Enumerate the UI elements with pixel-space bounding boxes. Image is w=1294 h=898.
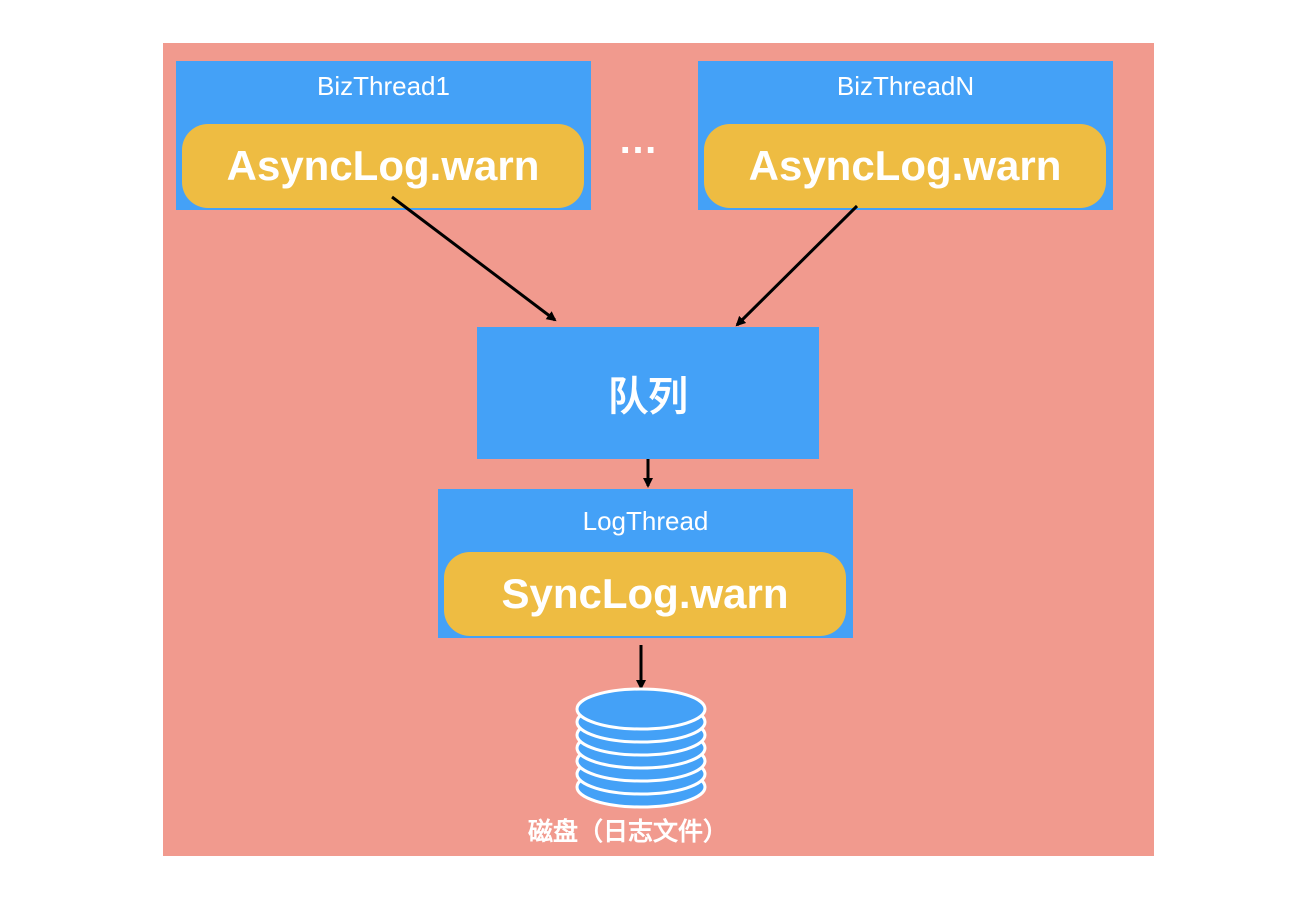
biz-thread-1-call: AsyncLog.warn — [182, 124, 584, 208]
biz-thread-1-box: BizThread1 AsyncLog.warn — [176, 61, 591, 210]
log-thread-box: LogThread SyncLog.warn — [438, 489, 853, 638]
biz-thread-1-title: BizThread1 — [317, 71, 450, 101]
queue-box: 队列 — [477, 327, 819, 459]
biz-thread-n-box: BizThreadN AsyncLog.warn — [698, 61, 1113, 210]
disk-label: 磁盘（日志文件） — [528, 817, 729, 846]
biz-thread-n-call: AsyncLog.warn — [704, 124, 1106, 208]
log-thread-call: SyncLog.warn — [444, 552, 846, 636]
log-thread-title: LogThread — [582, 506, 709, 536]
ellipsis: … — [618, 118, 660, 162]
biz-thread-n-title: BizThreadN — [836, 71, 975, 101]
